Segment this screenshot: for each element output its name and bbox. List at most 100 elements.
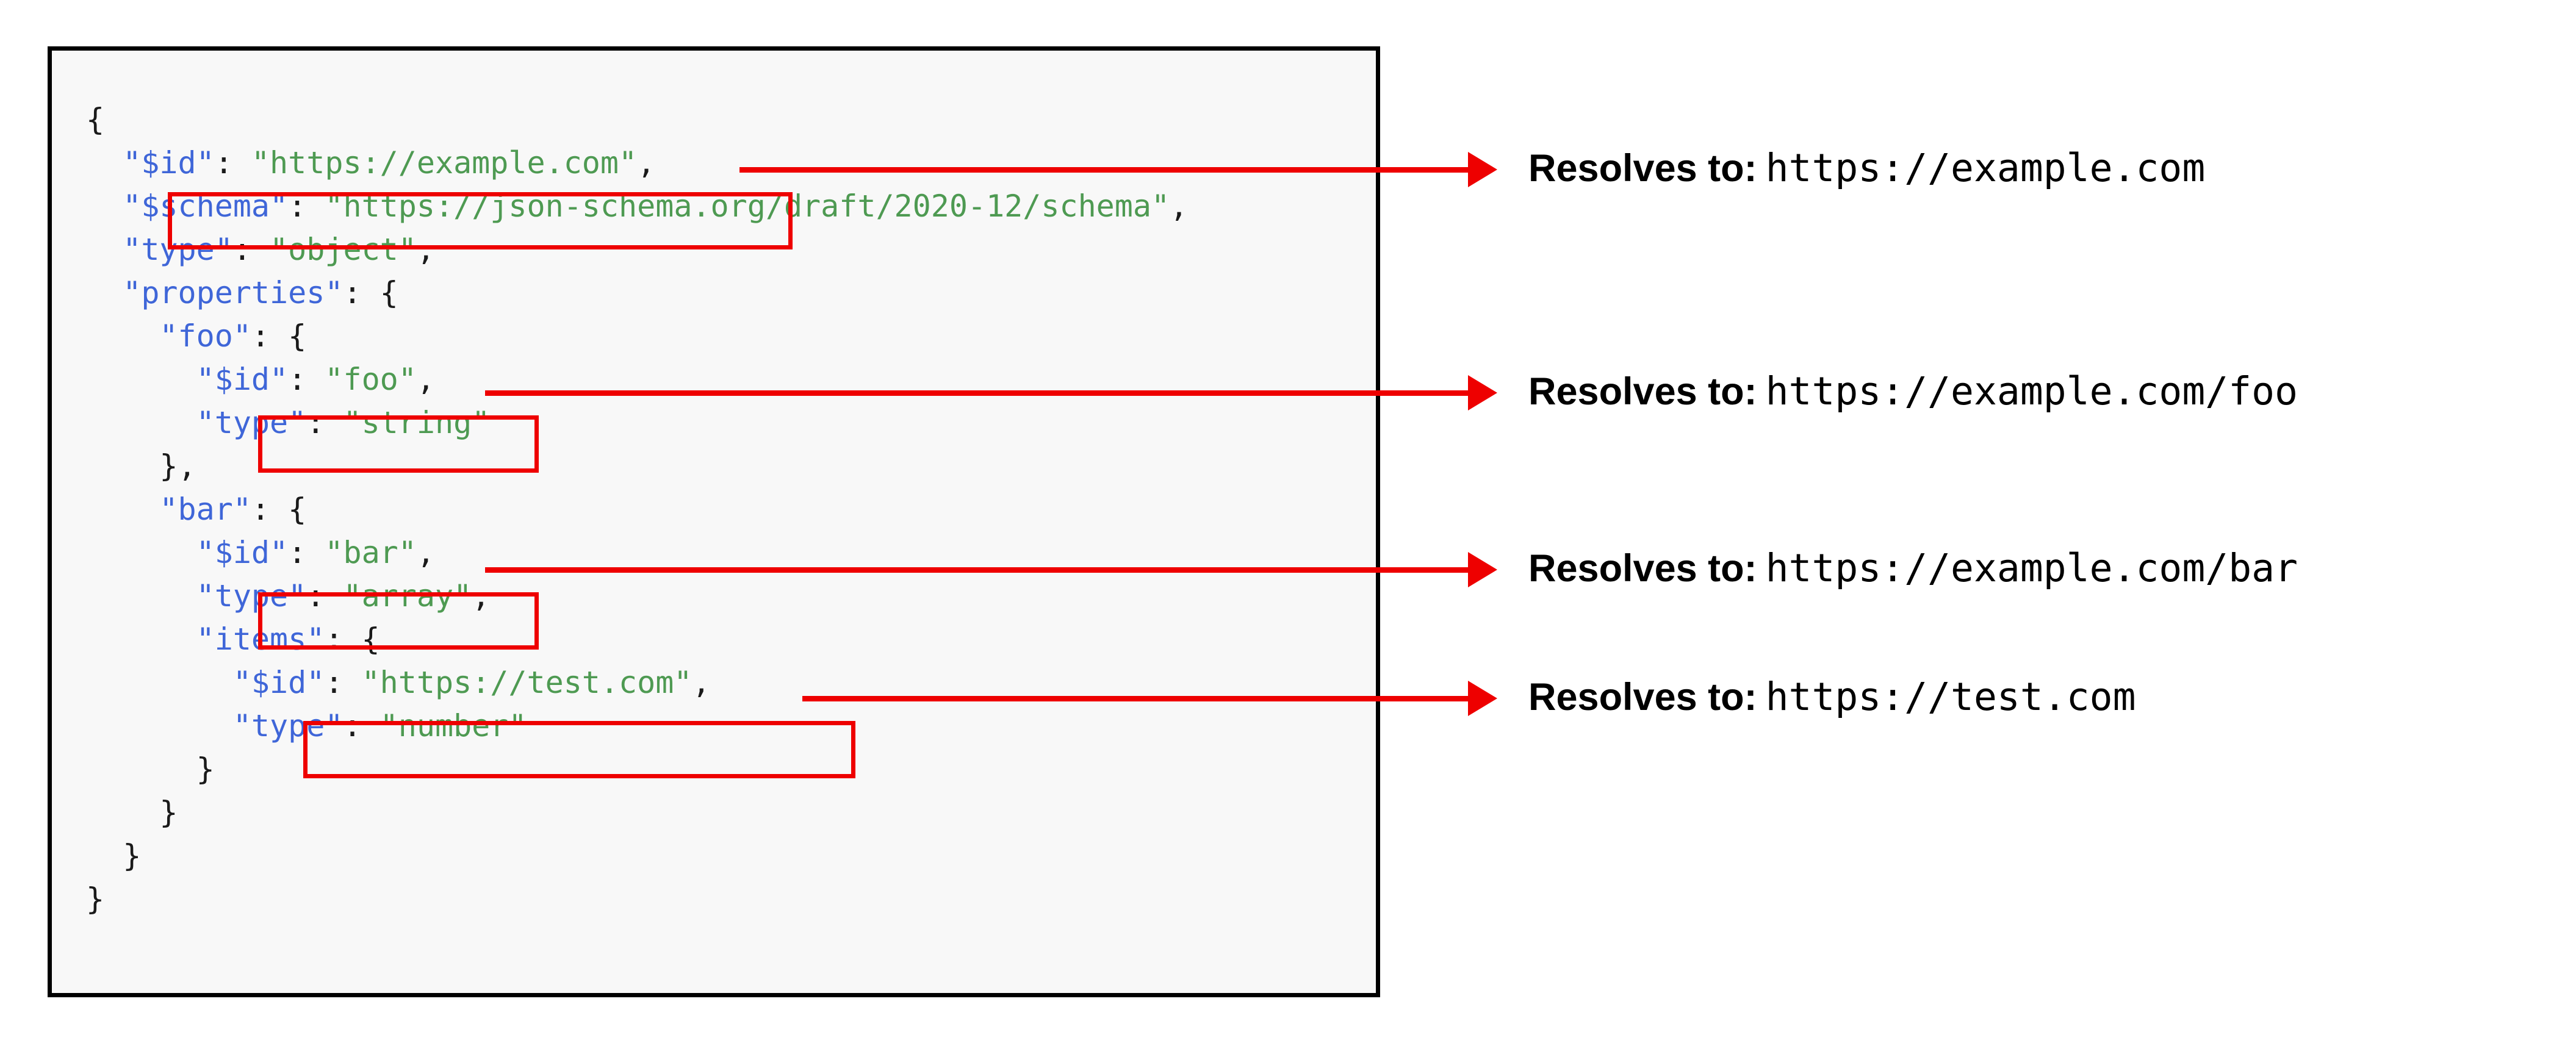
connector-line-2 (485, 390, 1468, 396)
resolution-annotation-1: Resolves to:https://example.com (1528, 149, 2205, 188)
code-indent (86, 751, 196, 787)
code-indent (86, 622, 196, 657)
code-token: } (86, 881, 105, 917)
resolution-annotation-2: Resolves to:https://example.com/foo (1528, 372, 2298, 411)
code-line: } (86, 834, 1188, 878)
resolves-to-label-2: Resolves to: (1528, 370, 1757, 413)
arrow-head-icon-4 (1468, 681, 1497, 716)
code-indent (86, 275, 123, 310)
code-indent (86, 145, 123, 181)
code-token: , (416, 362, 435, 397)
resolves-to-label-4: Resolves to: (1528, 676, 1757, 719)
code-token: "$id" (232, 665, 325, 700)
code-token: "bar" (159, 492, 251, 527)
code-token: : (306, 405, 344, 440)
code-line: "foo": { (86, 315, 1188, 358)
code-token: "$schema" (123, 188, 289, 224)
code-line: "properties": { (86, 271, 1188, 315)
resolves-to-label-3: Resolves to: (1528, 547, 1757, 590)
code-token: "$id" (196, 535, 289, 570)
code-token: , (472, 578, 491, 614)
arrow-head-icon-3 (1468, 552, 1497, 587)
code-token: "string" (343, 405, 491, 440)
resolved-url-4: https://test.com (1765, 675, 2136, 719)
code-indent (86, 318, 159, 354)
code-line: "$schema": "https://json-schema.org/draf… (86, 185, 1188, 228)
resolved-url-3: https://example.com/bar (1765, 546, 2298, 590)
code-token: , (416, 535, 435, 570)
code-indent (86, 665, 233, 700)
code-token: "$id" (123, 145, 215, 181)
arrow-head-icon-1 (1468, 152, 1497, 187)
connector-line-4 (802, 696, 1468, 701)
code-token: : { (251, 318, 307, 354)
code-token: "items" (196, 622, 325, 657)
code-token: "type" (196, 405, 307, 440)
code-indent (86, 578, 196, 614)
resolved-url-1: https://example.com (1765, 146, 2206, 190)
code-token: "type" (123, 232, 233, 267)
code-token: : (288, 535, 325, 570)
code-line: { (86, 98, 1188, 142)
code-token: "https://test.com" (361, 665, 693, 700)
code-indent (86, 838, 123, 873)
code-indent (86, 535, 196, 570)
code-token: : (288, 188, 325, 224)
connector-line-3 (485, 567, 1468, 573)
code-line: "type": "number" (86, 704, 1188, 748)
json-schema-code-listing: { "$id": "https://example.com", "$schema… (86, 98, 1188, 921)
code-line: "$id": "https://example.com", (86, 142, 1188, 185)
code-token: : { (251, 492, 307, 527)
code-token: , (1170, 188, 1189, 224)
code-token: "number" (380, 708, 527, 744)
code-token: "properties" (123, 275, 344, 310)
code-token: : (325, 665, 362, 700)
code-indent (86, 492, 159, 527)
code-line: "$id": "bar", (86, 531, 1188, 575)
code-token: : (232, 232, 270, 267)
code-token: } (196, 751, 215, 787)
resolved-url-2: https://example.com/foo (1765, 369, 2298, 414)
code-token: : (214, 145, 251, 181)
code-indent (86, 708, 233, 744)
code-token: "bar" (325, 535, 417, 570)
code-token: } (123, 838, 142, 873)
code-token: : (343, 708, 380, 744)
code-line: } (86, 748, 1188, 791)
resolution-annotation-3: Resolves to:https://example.com/bar (1528, 549, 2298, 588)
code-indent (86, 795, 159, 830)
code-indent (86, 448, 159, 484)
code-line: }, (86, 445, 1188, 488)
json-schema-code-block: { "$id": "https://example.com", "$schema… (48, 46, 1380, 997)
code-token: : (288, 362, 325, 397)
code-line: "type": "array", (86, 575, 1188, 618)
code-token: "array" (343, 578, 472, 614)
code-token: } (159, 795, 178, 830)
code-token: { (86, 102, 105, 137)
code-line: } (86, 791, 1188, 834)
code-indent (86, 188, 123, 224)
code-token: "foo" (159, 318, 251, 354)
code-token: "type" (232, 708, 344, 744)
connector-line-1 (739, 167, 1468, 173)
code-line: "$id": "foo", (86, 358, 1188, 401)
code-token: "https://json-schema.org/draft/2020-12/s… (325, 188, 1170, 224)
code-token: "https://example.com" (251, 145, 638, 181)
code-indent (86, 405, 196, 440)
code-token: }, (159, 448, 196, 484)
code-token: : (306, 578, 344, 614)
code-token: "foo" (325, 362, 417, 397)
code-token: "type" (196, 578, 307, 614)
code-token: , (416, 232, 435, 267)
code-token: "object" (270, 232, 417, 267)
code-indent (86, 232, 123, 267)
code-token: : { (325, 622, 380, 657)
code-line: "items": { (86, 618, 1188, 661)
code-line: "$id": "https://test.com", (86, 661, 1188, 704)
code-token: , (637, 145, 656, 181)
arrow-head-icon-2 (1468, 375, 1497, 410)
code-indent (86, 362, 196, 397)
code-token: , (692, 665, 711, 700)
resolves-to-label-1: Resolves to: (1528, 147, 1757, 190)
code-line: "type": "object", (86, 228, 1188, 271)
